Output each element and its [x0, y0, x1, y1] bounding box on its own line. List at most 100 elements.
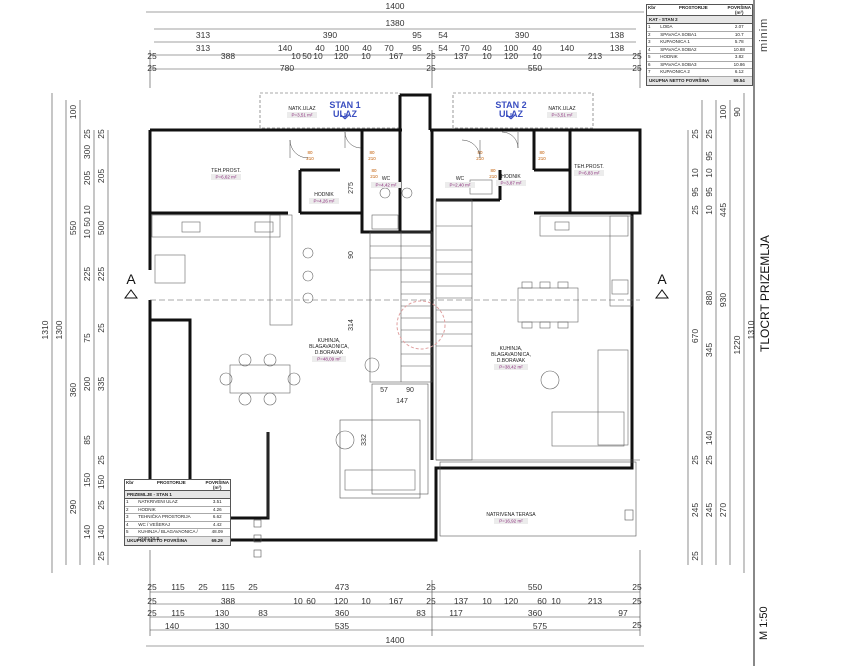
svg-text:150: 150	[96, 475, 106, 489]
svg-text:95: 95	[412, 43, 422, 53]
svg-text:445: 445	[718, 203, 728, 217]
svg-text:147: 147	[396, 398, 408, 405]
svg-text:95: 95	[412, 30, 422, 40]
dim-left-col1: 100 550 360 290	[68, 105, 78, 514]
svg-text:10: 10	[704, 205, 714, 215]
svg-text:140: 140	[165, 621, 179, 631]
svg-text:140: 140	[82, 525, 92, 539]
svg-text:KUHINJA,: KUHINJA,	[500, 346, 523, 352]
svg-text:270: 270	[718, 503, 728, 517]
svg-text:120: 120	[504, 596, 518, 606]
svg-text:83: 83	[258, 608, 268, 618]
svg-text:575: 575	[533, 621, 547, 631]
svg-text:P=6,83 m²: P=6,83 m²	[579, 171, 600, 176]
svg-text:95: 95	[690, 187, 700, 197]
svg-text:25: 25	[248, 582, 258, 592]
svg-text:10: 10	[690, 168, 700, 178]
svg-text:137: 137	[454, 596, 468, 606]
svg-text:473: 473	[335, 582, 349, 592]
svg-text:25: 25	[96, 455, 106, 465]
svg-text:275: 275	[348, 182, 355, 194]
svg-text:930: 930	[718, 293, 728, 307]
svg-text:780: 780	[280, 63, 294, 73]
svg-text:25: 25	[426, 582, 436, 592]
svg-text:25: 25	[147, 63, 157, 73]
svg-text:140: 140	[278, 43, 292, 53]
company-logo-text: minim	[758, 17, 770, 52]
svg-text:57: 57	[380, 387, 388, 394]
table-title: KAT - STAN 2	[647, 16, 752, 24]
svg-text:54: 54	[438, 30, 448, 40]
svg-text:25: 25	[632, 51, 642, 61]
dim-top-overall: 1400	[386, 1, 405, 11]
svg-text:HODNIK: HODNIK	[501, 174, 521, 180]
svg-text:167: 167	[389, 51, 403, 61]
svg-text:140: 140	[704, 431, 714, 445]
stan1-label: STAN 1	[329, 100, 360, 110]
dim-top-row3: 313 390 95 54 390 138	[196, 30, 624, 40]
svg-text:332: 332	[361, 434, 368, 446]
svg-text:313: 313	[196, 43, 210, 53]
svg-text:95: 95	[704, 151, 714, 161]
room-teh-prost-1: TEH.PROST. P=6,62 m²	[211, 168, 241, 180]
kitchen-counter-stan2	[539, 215, 633, 307]
svg-text:10: 10	[291, 51, 301, 61]
svg-text:A: A	[657, 271, 667, 287]
svg-text:314: 314	[348, 319, 355, 331]
svg-text:115: 115	[171, 582, 185, 592]
dim-right-col2: 25 95 10 95 10 880 670 345 140 25 245 27…	[690, 129, 728, 517]
exterior-walls	[148, 93, 642, 542]
room-wc-2: WC P=2,40 m²	[445, 176, 475, 188]
sheet-title: TLOCRT PRIZEMLJA	[758, 235, 772, 352]
room-kuhinja-1: KUHINJA, BLAGAVAONICA, D.BORAVAK P=48,09…	[309, 338, 349, 362]
svg-text:70: 70	[384, 43, 394, 53]
svg-text:25: 25	[690, 455, 700, 465]
svg-text:210: 210	[370, 174, 378, 179]
svg-text:205: 205	[96, 169, 106, 183]
svg-text:290: 290	[68, 500, 78, 514]
svg-text:25: 25	[690, 551, 700, 561]
svg-text:25: 25	[704, 455, 714, 465]
svg-text:25: 25	[690, 129, 700, 139]
svg-text:140: 140	[96, 525, 106, 539]
svg-text:10: 10	[361, 51, 371, 61]
svg-text:100: 100	[335, 43, 349, 53]
svg-text:25: 25	[82, 129, 92, 139]
svg-text:388: 388	[221, 51, 235, 61]
svg-text:80: 80	[371, 168, 377, 173]
svg-text:10: 10	[532, 51, 542, 61]
svg-text:200: 200	[82, 377, 92, 391]
svg-text:210: 210	[306, 156, 314, 161]
svg-text:80: 80	[369, 150, 375, 155]
svg-text:880: 880	[704, 291, 714, 305]
column-marker	[396, 300, 446, 350]
svg-text:245: 245	[690, 503, 700, 517]
svg-text:137: 137	[454, 51, 468, 61]
svg-text:100: 100	[718, 105, 728, 119]
svg-text:40: 40	[315, 43, 325, 53]
svg-text:P=16,92 m²: P=16,92 m²	[499, 519, 523, 524]
svg-text:P=3,51 m²: P=3,51 m²	[552, 113, 573, 118]
svg-text:10: 10	[551, 596, 561, 606]
svg-text:360: 360	[68, 383, 78, 397]
room-wc-1: WC P=4,42 m²	[371, 176, 401, 188]
table-title: PRIZEMLJE - STAN 1	[125, 491, 230, 499]
table-header: Kbr PROSTORIJE POVRŠINA (m²)	[647, 5, 752, 16]
svg-text:95: 95	[704, 187, 714, 197]
svg-text:213: 213	[588, 596, 602, 606]
svg-text:1300: 1300	[54, 320, 64, 339]
interior-partitions	[150, 299, 640, 518]
svg-text:1220: 1220	[732, 335, 742, 354]
svg-text:210: 210	[476, 156, 484, 161]
svg-text:225: 225	[82, 267, 92, 281]
stan2-label: STAN 2	[495, 100, 526, 110]
svg-text:90: 90	[732, 107, 742, 117]
svg-text:25: 25	[147, 608, 157, 618]
svg-text:335: 335	[96, 377, 106, 391]
